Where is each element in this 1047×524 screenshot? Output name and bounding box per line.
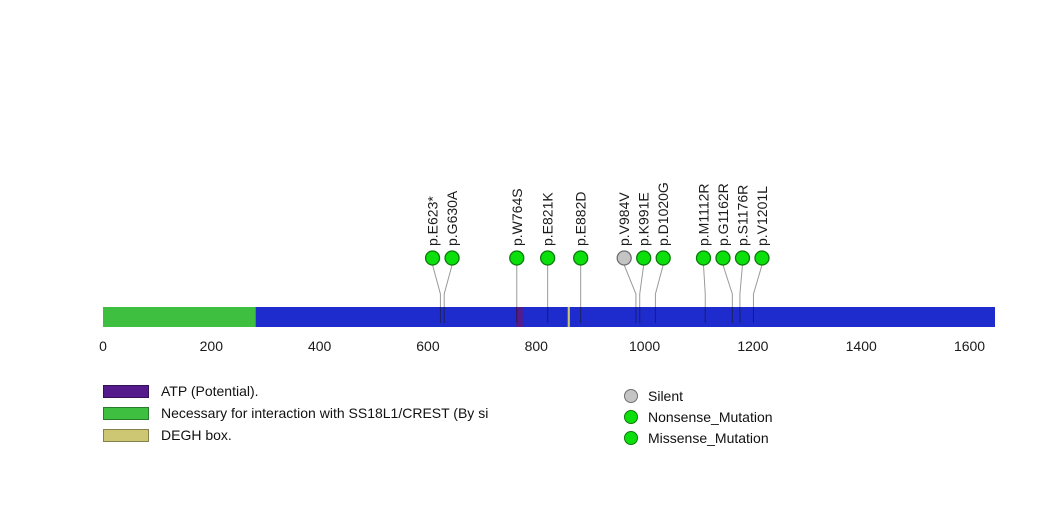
axis-tick-label: 1400 [846, 338, 877, 354]
axis-tick-label: 1000 [629, 338, 660, 354]
mutation-label: p.W764S [509, 188, 525, 246]
ss18l1-domain-label: Necessary for interaction with SS18L1/CR… [161, 405, 489, 421]
domain-region-2 [567, 307, 570, 327]
ss18l1-domain-swatch [103, 406, 149, 420]
axis-tick-label: 200 [200, 338, 224, 354]
axis-tick-label: 800 [525, 338, 549, 354]
lollipop-circle[interactable] [754, 250, 770, 266]
nonsense-dot [624, 410, 638, 424]
axis-tick-label: 600 [416, 338, 440, 354]
lollipop-stem [654, 264, 664, 307]
degh-domain-swatch [103, 428, 149, 442]
protein-backbone [103, 307, 995, 327]
axis-tick-label: 1600 [954, 338, 985, 354]
mutation-label: p.G630A [444, 190, 460, 246]
lollipop-stem [739, 264, 743, 307]
missense-label: Missense_Mutation [648, 430, 769, 446]
lollipop-circle[interactable] [734, 250, 751, 266]
mutation-label: p.S1176R [734, 185, 750, 246]
lollipop-circle[interactable] [509, 250, 525, 266]
legend-item-silent: Silent [624, 389, 773, 403]
mutation-label: p.E882D [573, 192, 589, 246]
lollipop-stem [752, 264, 763, 307]
mutation-label: p.D1020G [655, 182, 671, 246]
atp-domain-label: ATP (Potential). [161, 383, 259, 399]
mutation-label: p.V1201L [754, 186, 770, 246]
domain-region-1 [103, 307, 256, 327]
silent-label: Silent [648, 388, 684, 404]
legend-item-missense: Missense_Mutation [624, 431, 773, 445]
lollipop-circle[interactable] [573, 250, 589, 266]
lollipop-circle[interactable] [539, 250, 556, 266]
axis-tick-label: 1200 [737, 338, 768, 354]
legend-item-degh-domain: DEGH box. [103, 428, 488, 442]
silent-dot [624, 389, 638, 403]
lollipop-circle[interactable] [424, 250, 441, 266]
lollipop-circle[interactable] [636, 250, 652, 266]
legend-domains: ATP (Potential). Necessary for interacti… [103, 384, 488, 442]
axis-tick-label: 400 [308, 338, 332, 354]
lollipop-circle[interactable] [695, 250, 712, 266]
lollipop-circle[interactable] [444, 250, 460, 266]
legend-mutation-types: Silent Nonsense_Mutation Missense_Mutati… [624, 389, 773, 445]
degh-domain-label: DEGH box. [161, 427, 232, 443]
lollipop-stem [623, 264, 637, 307]
lollipop-circle[interactable] [616, 250, 632, 266]
lollipop-stem [639, 264, 645, 307]
mutation-label: p.G1162R [715, 183, 731, 246]
lollipop-stem [702, 264, 706, 307]
lollipop-stem [722, 264, 733, 307]
legend-item-ss18l1-domain: Necessary for interaction with SS18L1/CR… [103, 406, 488, 420]
domain-region-0 [516, 307, 523, 327]
mutation-label: p.M1112R [695, 183, 711, 246]
mutation-label: p.E623* [425, 196, 441, 246]
lollipop-circle[interactable] [655, 250, 671, 266]
mutation-label: p.E821K [540, 192, 556, 246]
nonsense-label: Nonsense_Mutation [648, 409, 773, 425]
lollipop-stem [432, 264, 441, 307]
lollipop-circle[interactable] [715, 250, 731, 266]
mutation-label: p.K991E [636, 192, 652, 246]
lollipop-stem [443, 264, 453, 307]
atp-domain-swatch [103, 384, 149, 398]
mutation-label: p.V984V [616, 192, 632, 246]
legend-item-nonsense: Nonsense_Mutation [624, 410, 773, 424]
missense-dot [624, 431, 638, 445]
axis-tick-label: 0 [99, 338, 107, 354]
legend-item-atp-domain: ATP (Potential). [103, 384, 488, 398]
